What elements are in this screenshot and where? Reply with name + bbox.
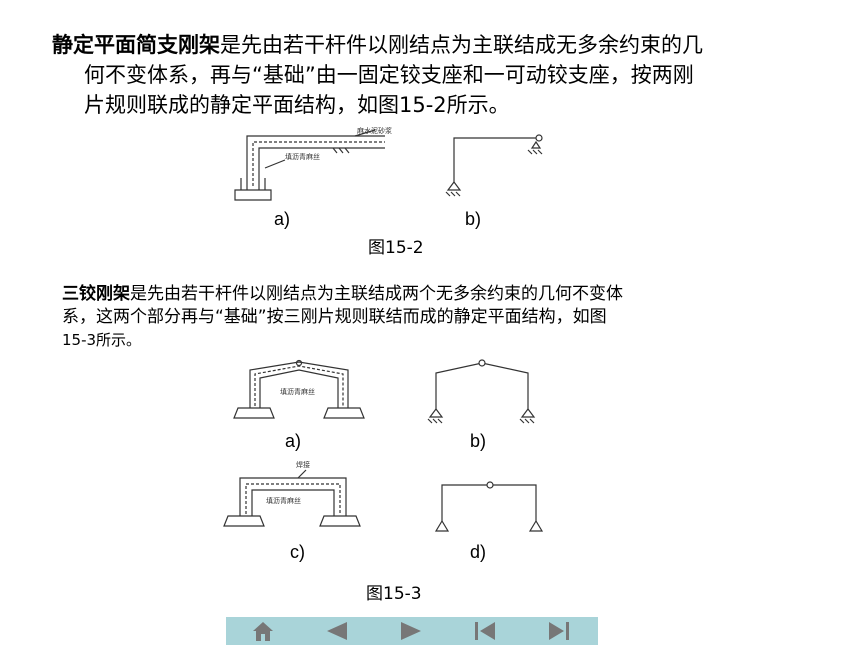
para2-line3: 15-3所示。	[62, 331, 142, 349]
paragraph-three-hinged-frame: 三铰刚架是先由若干杆件以刚结点为主联结成两个无多余约束的几何不变体 系，这两个部…	[62, 283, 822, 352]
figure-15-2b-drawing	[445, 134, 543, 197]
last-button[interactable]	[522, 617, 596, 645]
fig3-caption: 图15-3	[366, 584, 422, 604]
next-icon	[401, 622, 421, 640]
previous-button[interactable]	[300, 617, 374, 645]
figure-15-3d-drawing	[434, 481, 544, 532]
figure-15-2a-drawing: 麻水泥砂浆 填沥青麻丝	[234, 126, 392, 201]
fig2-caption: 图15-2	[368, 238, 424, 258]
para2-line1: 是先由若干杆件以刚结点为主联结成两个无多余约束的几何不变体	[130, 284, 623, 304]
fig2-label-a: a)	[274, 209, 291, 229]
para2-line2: 系，这两个部分再与“基础”按三刚片规则联结而成的静定平面结构，如图	[62, 307, 607, 327]
term-three-hinged-frame: 三铰刚架	[62, 284, 130, 304]
term-simple-frame: 静定平面简支刚架	[52, 33, 220, 57]
first-icon	[475, 622, 495, 640]
home-icon	[253, 622, 273, 641]
first-button[interactable]	[448, 617, 522, 645]
figure-15-3a-drawing: 填沥青麻丝	[233, 359, 365, 419]
home-button[interactable]	[226, 617, 300, 645]
figure-15-3b-drawing	[427, 359, 536, 424]
fig2a-note-top: 麻水泥砂浆	[357, 126, 392, 135]
next-button[interactable]	[374, 617, 448, 645]
paragraph-simple-frame: 静定平面简支刚架是先由若干杆件以刚结点为主联结成无多余约束的几 何不变体系，再与…	[52, 30, 822, 120]
fig3-label-a: a)	[285, 431, 302, 451]
last-icon	[549, 622, 569, 640]
para1-line2: 何不变体系，再与“基础”由一固定铰支座和一可动铰支座，按两刚	[84, 63, 694, 87]
fig3a-note: 填沥青麻丝	[280, 387, 315, 396]
fig3c-note-top: 焊接	[296, 460, 310, 469]
figure-15-3c-drawing: 焊接 填沥青麻丝	[223, 460, 361, 527]
fig3-label-c: c)	[290, 542, 305, 562]
fig3-label-b: b)	[470, 431, 487, 451]
fig2-label-b: b)	[465, 209, 482, 229]
navigation-bar	[226, 617, 598, 645]
para1-line1: 是先由若干杆件以刚结点为主联结成无多余约束的几	[220, 33, 703, 57]
fig3c-note-mid: 填沥青麻丝	[266, 496, 301, 505]
fig3-label-d: d)	[470, 542, 487, 562]
fig2a-note-mid: 填沥青麻丝	[285, 152, 320, 161]
prev-icon	[327, 622, 347, 640]
para1-line3: 片规则联成的静定平面结构，如图15-2所示。	[84, 93, 510, 117]
